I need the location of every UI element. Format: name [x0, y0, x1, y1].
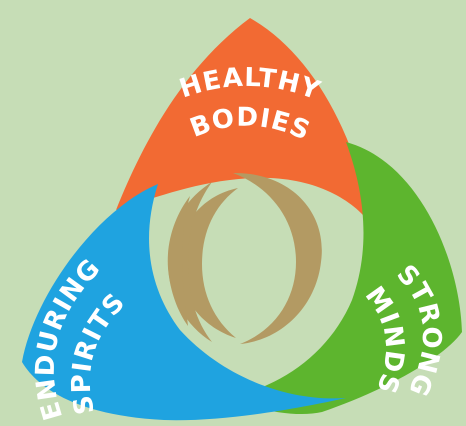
healthy-bodies-petal: [116, 18, 372, 226]
enduring-spirits-petal: [22, 184, 346, 421]
strong-minds-petal: [224, 142, 462, 415]
stylized-c-emblem-icon: [167, 172, 322, 344]
